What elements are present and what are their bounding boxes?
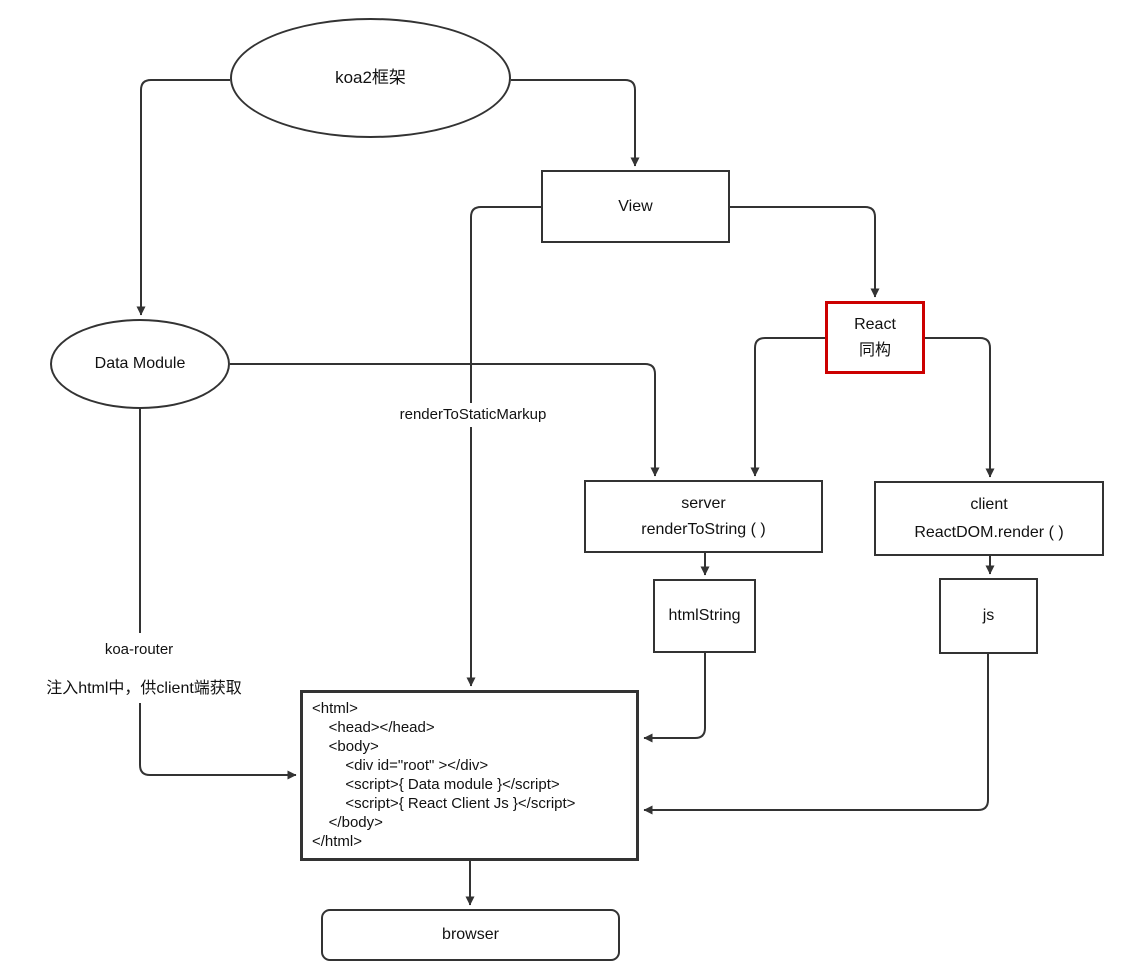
data-module-node: Data Module <box>50 319 230 409</box>
label-render-to-static-markup: renderToStaticMarkup <box>374 403 572 427</box>
edge-koa2-to-view <box>511 79 640 167</box>
htmlstring-label: htmlString <box>668 607 741 625</box>
js-node: js <box>939 578 1038 654</box>
edge-view-to-html-code <box>466 206 541 687</box>
edge-data-module-to-html-code <box>139 408 296 775</box>
edge-view-to-react <box>730 206 880 298</box>
react-node: React 同构 <box>825 301 925 374</box>
server-sublabel: renderToString ( ) <box>641 521 766 539</box>
react-label: React <box>854 316 896 334</box>
view-node: View <box>541 170 730 243</box>
edge-react-to-server <box>750 337 825 477</box>
html-code-text: <html> <head></head> <body> <div id="roo… <box>312 700 576 850</box>
koa2-node: koa2框架 <box>230 18 511 138</box>
react-sublabel: 同构 <box>858 341 891 359</box>
edge-htmlstring-to-html-code <box>643 653 706 743</box>
htmlstring-node: htmlString <box>653 579 756 653</box>
client-label: client <box>970 496 1008 514</box>
label-koa-router: koa-router <box>88 638 190 662</box>
client-node: client ReactDOM.render ( ) <box>874 481 1104 556</box>
browser-label: browser <box>442 926 499 944</box>
edge-react-to-client <box>925 337 995 478</box>
edge-data-module-to-server <box>230 363 660 477</box>
server-node: server renderToString ( ) <box>584 480 823 553</box>
js-label: js <box>982 607 995 625</box>
edge-js-to-html-code <box>643 654 989 815</box>
client-sublabel: ReactDOM.render ( ) <box>914 523 1064 541</box>
koa2-label: koa2框架 <box>335 67 406 87</box>
view-label: View <box>618 197 653 215</box>
server-label: server <box>681 494 726 512</box>
html-code-node: <html> <head></head> <body> <div id="roo… <box>300 690 639 861</box>
browser-node: browser <box>321 909 620 961</box>
data-module-label: Data Module <box>94 355 186 373</box>
edge-koa2-to-data-module <box>136 79 230 316</box>
label-inject-note: 注入html中，供client端获取 <box>27 677 261 701</box>
